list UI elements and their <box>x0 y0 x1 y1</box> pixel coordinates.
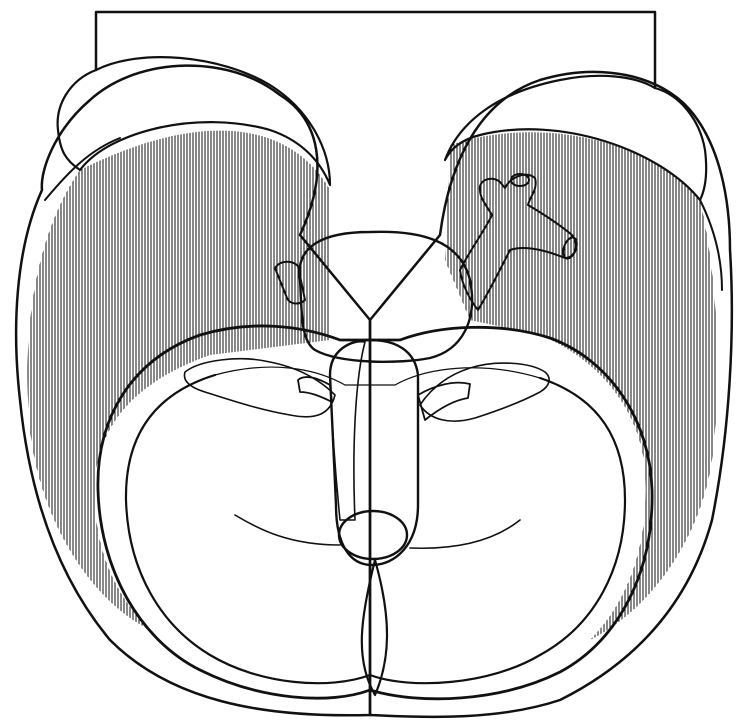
spinal-cord-cut-end <box>339 511 407 559</box>
cerebellum-body <box>126 367 625 683</box>
cerebellum-rim <box>98 326 652 699</box>
left-temporal-shading <box>28 131 330 630</box>
right-nerve-roots <box>418 383 470 420</box>
left-nerve-roots <box>298 377 332 402</box>
left-cerebellar-fissure <box>235 515 340 545</box>
cerebellum-inner-line-right <box>370 378 625 683</box>
top-frame <box>96 12 655 88</box>
right-cerebellar-fissure <box>410 520 520 548</box>
medulla <box>330 340 418 565</box>
right-temporal-shading <box>445 132 717 640</box>
right-flocculus <box>420 363 549 421</box>
vermis-notch <box>362 560 387 695</box>
cerebellum-inner-line <box>126 375 370 683</box>
